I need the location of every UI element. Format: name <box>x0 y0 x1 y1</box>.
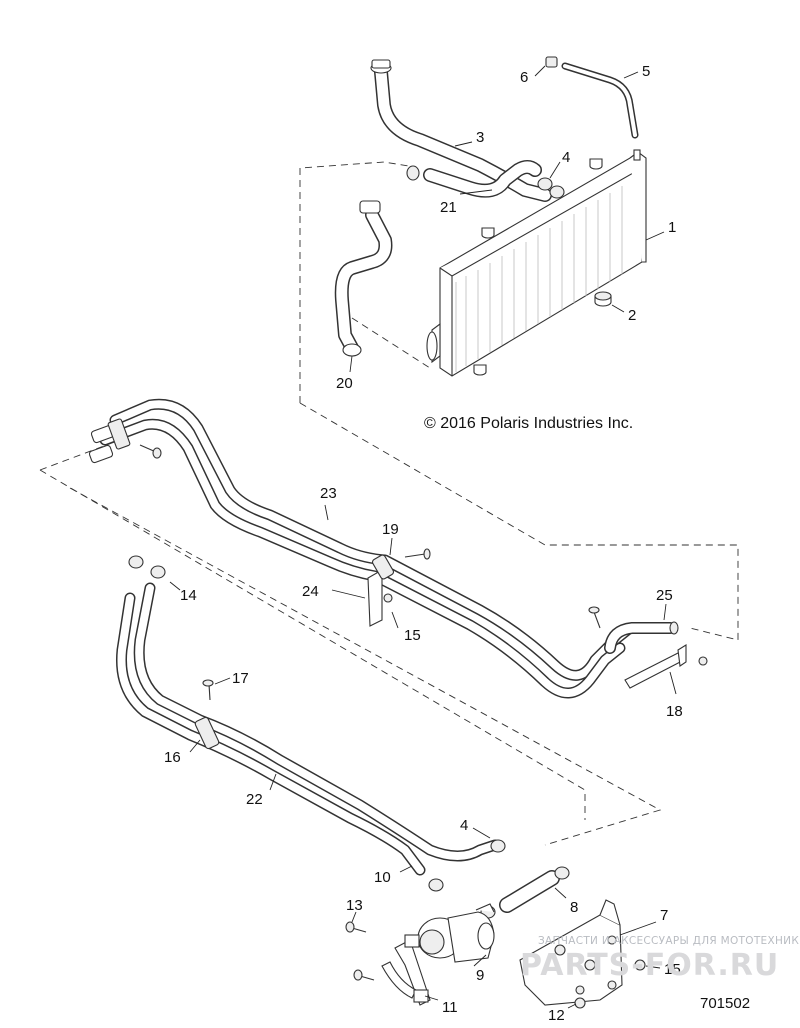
coolant-tube-upper <box>88 398 636 699</box>
pump-mount-bracket <box>381 934 431 1006</box>
callout-5: 5 <box>642 63 650 80</box>
callout-9: 9 <box>476 967 484 984</box>
callout-3: 3 <box>476 129 484 146</box>
callout-22: 22 <box>246 791 263 808</box>
bypass-hose <box>423 160 542 198</box>
hose-clamp-pair <box>128 555 166 579</box>
grommet <box>594 291 612 307</box>
copyright-notice: © 2016 Polaris Industries Inc. <box>424 415 633 432</box>
callout-6: 6 <box>520 69 528 86</box>
callout-25: 25 <box>656 587 673 604</box>
tube-support-bracket <box>624 644 708 689</box>
callout-15-mid: 15 <box>404 627 421 644</box>
pump-bracket-plate <box>519 899 623 1006</box>
callout-15-lower: 15 <box>664 961 681 978</box>
coolant-tube-lower <box>115 582 501 876</box>
callout-11: 11 <box>442 999 458 1016</box>
callout-23: 23 <box>320 485 337 502</box>
dashed-assembly-outlines <box>39 161 739 846</box>
hose-clamp-upper <box>406 165 565 199</box>
radiator-fins <box>455 186 623 372</box>
elbow-hose <box>588 606 679 654</box>
hose-clamp-lower <box>428 839 506 892</box>
nut-15-lower <box>634 959 646 971</box>
callout-16: 16 <box>164 749 181 766</box>
callout-13: 13 <box>346 897 363 914</box>
callout-14: 14 <box>180 587 197 604</box>
callout-2: 2 <box>628 307 636 324</box>
callout-24: 24 <box>302 583 319 600</box>
water-pump <box>417 903 495 963</box>
callout-10: 10 <box>374 869 391 886</box>
diagram-number: 701502 <box>700 995 750 1012</box>
watermark-tagline: ЗАПЧАСТИ И АКСЕССУАРЫ ДЛЯ МОТОТЕХНИКИ <box>538 935 800 947</box>
fastener-13 <box>345 921 367 933</box>
leader-lines <box>169 65 677 1009</box>
bolt-17 <box>202 679 214 701</box>
callout-18: 18 <box>666 703 683 720</box>
callout-20: 20 <box>336 375 353 392</box>
callout-7: 7 <box>660 907 668 924</box>
fastener-11-bolt <box>353 969 375 981</box>
callout-4-upper: 4 <box>562 149 570 166</box>
radiator <box>426 149 647 377</box>
callout-labels: 1 2 3 4 5 6 21 20 23 19 24 15 25 18 14 1… <box>164 63 683 1024</box>
callout-17: 17 <box>232 670 249 687</box>
watermark-brand: PARTS-FOR.RU <box>520 948 779 983</box>
pump-hose <box>480 866 570 919</box>
upper-radiator-hose <box>370 59 552 202</box>
lower-radiator-hose <box>334 200 393 357</box>
tube-bracket <box>367 548 431 627</box>
bolt-tube-clamp <box>139 444 162 459</box>
callout-19: 19 <box>382 521 399 538</box>
callout-1: 1 <box>668 219 676 236</box>
callout-21: 21 <box>440 199 457 216</box>
nut-12 <box>574 997 586 1009</box>
callout-8: 8 <box>570 899 578 916</box>
callout-4-lower: 4 <box>460 817 468 834</box>
overflow-hose <box>561 62 639 139</box>
hose-fitting-top <box>545 56 558 68</box>
callout-12: 12 <box>548 1007 565 1024</box>
